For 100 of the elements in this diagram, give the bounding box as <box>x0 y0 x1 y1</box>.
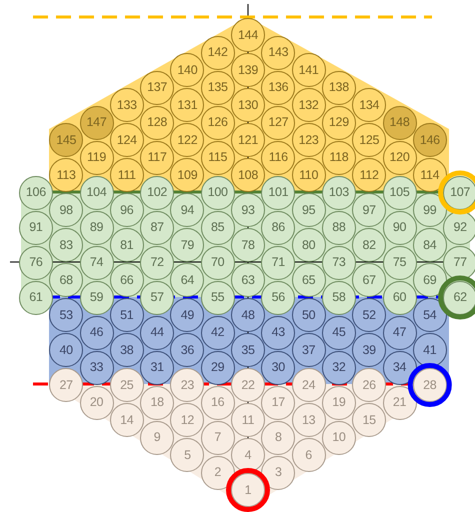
circle-number: 137 <box>147 81 168 94</box>
circle-number: 68 <box>60 274 73 286</box>
circle-number: 27 <box>60 378 73 392</box>
circle-number: 116 <box>268 151 288 164</box>
circle-number: 30 <box>272 361 285 374</box>
circle-number: 93 <box>241 204 255 216</box>
circle-number: 13 <box>302 414 316 426</box>
circle-number: 74 <box>90 256 104 269</box>
circle-number: 103 <box>328 186 349 199</box>
circle-number: 124 <box>116 134 137 146</box>
circle-number: 41 <box>423 344 436 356</box>
circle-number: 86 <box>272 221 285 234</box>
circle-number: 131 <box>177 98 198 112</box>
circle-number: 39 <box>362 344 376 356</box>
circle-number: 127 <box>268 116 288 129</box>
circle-number: 102 <box>147 186 168 199</box>
circle-number: 130 <box>238 98 258 112</box>
circle-number: 10 <box>332 431 346 444</box>
circle-number: 114 <box>420 168 440 182</box>
circle-number: 34 <box>392 361 406 374</box>
circle-number: 94 <box>180 204 194 216</box>
circle-number: 47 <box>392 326 406 339</box>
circle-number: 148 <box>390 116 410 129</box>
circle-number: 59 <box>90 291 104 304</box>
circle-number: 16 <box>211 396 224 409</box>
circle-number: 84 <box>423 238 436 252</box>
circle-number: 79 <box>180 238 194 252</box>
circle-number: 36 <box>180 344 194 356</box>
circle-number: 11 <box>242 414 254 426</box>
circle-number: 133 <box>116 98 137 112</box>
circle-number: 40 <box>60 344 73 356</box>
circle-number: 35 <box>241 344 255 356</box>
circle-number: 38 <box>120 344 134 356</box>
circle-number: 104 <box>86 186 106 199</box>
circle-number: 43 <box>272 326 285 339</box>
circle-number: 125 <box>359 134 380 146</box>
circle-number: 144 <box>238 28 258 42</box>
circle-number: 115 <box>208 151 228 164</box>
circle-number: 72 <box>150 256 164 269</box>
circle-number: 73 <box>332 256 346 269</box>
circle-number: 138 <box>328 81 349 94</box>
circle-number: 100 <box>208 186 228 199</box>
circle-number: 95 <box>302 204 316 216</box>
circle-number: 26 <box>362 378 376 392</box>
circle-number: 4 <box>244 448 252 462</box>
circle-number: 53 <box>60 308 73 322</box>
circle-number: 145 <box>56 134 76 146</box>
circle-number: 19 <box>332 396 346 409</box>
circle-number: 62 <box>453 291 467 304</box>
circle-number: 99 <box>423 204 436 216</box>
circle-number: 80 <box>302 238 316 252</box>
circle-number: 25 <box>120 378 134 392</box>
circle-number: 147 <box>86 116 106 129</box>
circle-number: 90 <box>392 221 406 234</box>
circle-number: 92 <box>453 221 467 234</box>
circle-number: 118 <box>329 151 348 164</box>
circle-number: 44 <box>150 326 164 339</box>
circle-number: 135 <box>208 81 228 94</box>
circle-number: 77 <box>453 256 467 269</box>
circle-number: 46 <box>90 326 104 339</box>
circle-number: 8 <box>274 431 282 444</box>
circle-number: 126 <box>208 116 228 129</box>
circle-number: 20 <box>90 396 104 409</box>
circle-number: 32 <box>332 361 346 374</box>
circle-number: 108 <box>238 168 258 182</box>
circle-number: 101 <box>268 186 288 199</box>
circle-number: 134 <box>359 98 380 112</box>
circle-number: 91 <box>29 221 43 234</box>
circle-number: 61 <box>29 291 43 304</box>
circle-number: 3 <box>274 466 282 479</box>
circle-number: 140 <box>177 64 198 76</box>
circle-number: 48 <box>241 308 255 322</box>
circle-number: 57 <box>150 291 164 304</box>
circle-number: 83 <box>60 238 73 252</box>
circle-number: 9 <box>154 431 160 444</box>
circle-number: 89 <box>90 221 104 234</box>
circle-number: 113 <box>56 168 76 182</box>
circle-number: 96 <box>120 204 134 216</box>
circle-number: 143 <box>268 46 288 59</box>
circle-number: 45 <box>332 326 346 339</box>
circle-number: 54 <box>423 308 436 322</box>
circle-number: 64 <box>180 274 194 286</box>
circle-number: 1 <box>244 484 252 496</box>
circle-number: 117 <box>148 151 167 164</box>
circle-number: 12 <box>180 414 194 426</box>
circle-number: 120 <box>390 151 410 164</box>
circle-number: 7 <box>214 431 222 444</box>
circle-number: 60 <box>392 291 406 304</box>
circle-number: 82 <box>362 238 376 252</box>
circle-number: 75 <box>392 256 406 269</box>
circle-number: 128 <box>147 116 168 129</box>
circle-number: 141 <box>298 64 319 76</box>
circle-number: 66 <box>120 274 134 286</box>
circle-number: 52 <box>362 308 376 322</box>
numbered-circle <box>231 18 265 52</box>
circle-number: 24 <box>302 378 316 392</box>
circle-number: 112 <box>360 168 379 182</box>
circle-number: 21 <box>392 396 406 409</box>
circle-number: 5 <box>184 448 191 462</box>
circle-number: 2 <box>214 466 222 479</box>
